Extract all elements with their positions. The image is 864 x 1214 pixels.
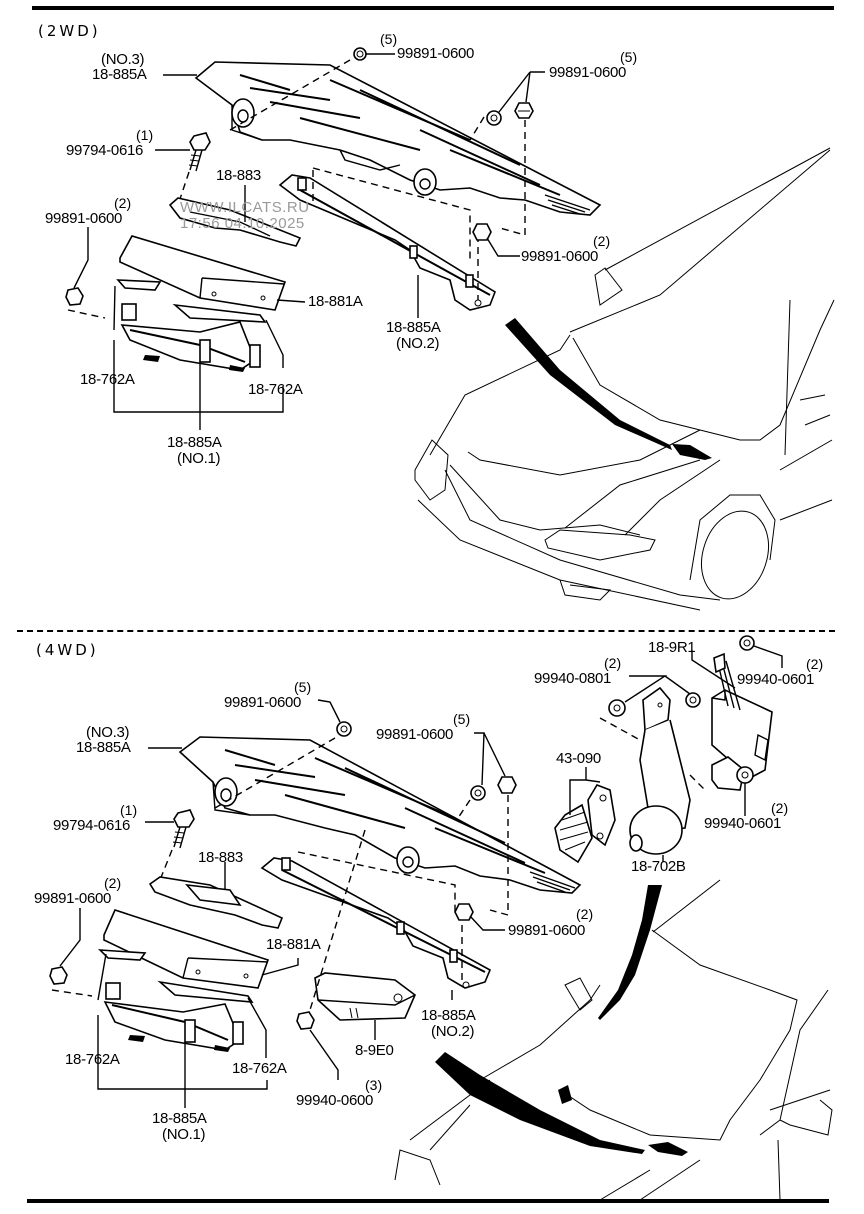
callout-note: (NO.3) [86,724,130,741]
callout-qty: (2) [771,800,789,816]
callout-qty: (2) [114,195,132,211]
bolt-2wd [155,132,211,172]
callout-part-number[interactable]: 99940-0601 [737,671,815,688]
callout-part-number[interactable]: 99891-0600 [376,726,454,743]
nut-2wd-left [65,287,84,306]
shield-no3-4wd-drawing [178,736,582,894]
nut-4wd-top-3 [497,776,517,794]
module-8-9e0 [314,972,416,1040]
callout-part-number[interactable]: 18-883 [216,167,261,184]
callout-part-number[interactable]: 18-883 [198,849,243,866]
mount-assembly-2wd [113,279,284,430]
callout-part-number[interactable]: 99891-0600 [397,45,475,62]
nut-99940-0601-top [739,635,755,651]
watermark: WWW.ILCATS.RU 17:56 04.10.2025 [180,200,310,232]
callout-qty: (1) [120,802,138,818]
callout-part-number[interactable]: 99794-0616 [53,817,131,834]
level-sensor-18-702b [599,686,706,862]
callout-part-number[interactable]: 99940-0601 [704,815,782,832]
callout-part-number[interactable]: 18-881A [266,936,321,953]
callout-qty: (2) [104,875,122,891]
callout-qty: (5) [453,711,471,727]
nut-2wd-mid [472,223,492,241]
callout-part-number[interactable]: 18-885A [167,434,222,451]
sensor-cover-43-090 [554,767,616,864]
callout-part-number[interactable]: 8-9E0 [355,1042,394,1059]
watermark-site: WWW.ILCATS.RU [180,199,310,216]
nut-4wd-top-1 [336,721,352,737]
callout-qty: (5) [380,31,398,47]
shield-no3-2wd-drawing [194,59,602,216]
nut-2wd-top-2 [486,110,502,126]
section-tag-2wd: (2WD) [38,22,101,40]
nut-4wd-top-2 [470,785,486,801]
callout-part-number[interactable]: 18-702B [631,858,686,875]
bottom-rule [27,1199,829,1203]
callout-part-number[interactable]: 18-885A [386,319,441,336]
control-unit-18-881a-2wd [119,235,306,311]
callout-part-number[interactable]: 18-762A [65,1051,120,1068]
watermark-timestamp: 17:56 04.10.2025 [180,215,305,232]
callout-note: (NO.3) [101,51,145,68]
callout-part-number[interactable]: 99891-0600 [224,694,302,711]
callout-part-number[interactable]: 18-881A [308,293,363,310]
callout-note: (NO.2) [396,335,440,352]
nut-2wd-top-3 [514,102,534,119]
callout-part-number[interactable]: 18-885A [152,1110,207,1127]
bracket-18-883-4wd [148,862,284,929]
callout-part-number[interactable]: 99891-0600 [508,922,586,939]
callout-part-number[interactable]: 18-762A [80,371,135,388]
callout-qty: (5) [294,679,312,695]
callout-part-number[interactable]: 99891-0600 [549,64,627,81]
callout-note: (NO.1) [162,1126,206,1143]
callout-part-number[interactable]: 43-090 [556,750,601,767]
callout-part-number[interactable]: 99891-0600 [521,248,599,265]
car-2wd-drawing [414,147,835,611]
bracket-18-883-2wd [168,185,302,247]
height-sensor-unit-18-9r1 [691,650,773,791]
callout-qty: (2) [576,906,594,922]
section-divider [17,630,835,632]
callout-part-number[interactable]: 99940-0801 [534,670,612,687]
callout-part-number[interactable]: 99891-0600 [34,890,112,907]
callout-part-number[interactable]: 99940-0600 [296,1092,374,1109]
callout-qty: (5) [620,49,638,65]
callout-qty: (2) [604,655,622,671]
nut-8-9e0 [296,1011,315,1030]
shield-no2-4wd-drawing [260,857,492,989]
callout-part-number[interactable]: 18-762A [232,1060,287,1077]
section-tag-4wd: (4WD) [36,641,99,659]
callout-qty: (2) [593,233,611,249]
callout-part-number[interactable]: 18-885A [421,1007,476,1024]
bolt-4wd [145,809,195,849]
shield-no2-2wd-drawing [278,174,496,311]
top-rule [32,6,834,10]
nut-4wd-mid [454,903,474,921]
callout-qty: (3) [365,1077,383,1093]
callout-part-number[interactable]: 99891-0600 [45,210,123,227]
callout-part-number[interactable]: 18-9R1 [648,639,696,656]
callout-part-number[interactable]: 18-885A [92,66,147,83]
nut-4wd-left [49,966,68,985]
callout-part-number[interactable]: 18-885A [76,739,131,756]
callout-part-number[interactable]: 18-762A [248,381,303,398]
nut-99940-0801-left [608,699,626,717]
car-4wd-drawing [394,879,833,1201]
control-unit-18-881a-4wd [103,909,299,989]
callout-qty: (2) [806,656,824,672]
callout-note: (NO.2) [431,1023,475,1040]
callout-note: (NO.1) [177,450,221,467]
nut-99940-0801-right [685,692,701,708]
mount-assembly-4wd [97,949,268,1108]
callout-qty: (1) [136,127,154,143]
callout-part-number[interactable]: 99794-0616 [66,142,144,159]
